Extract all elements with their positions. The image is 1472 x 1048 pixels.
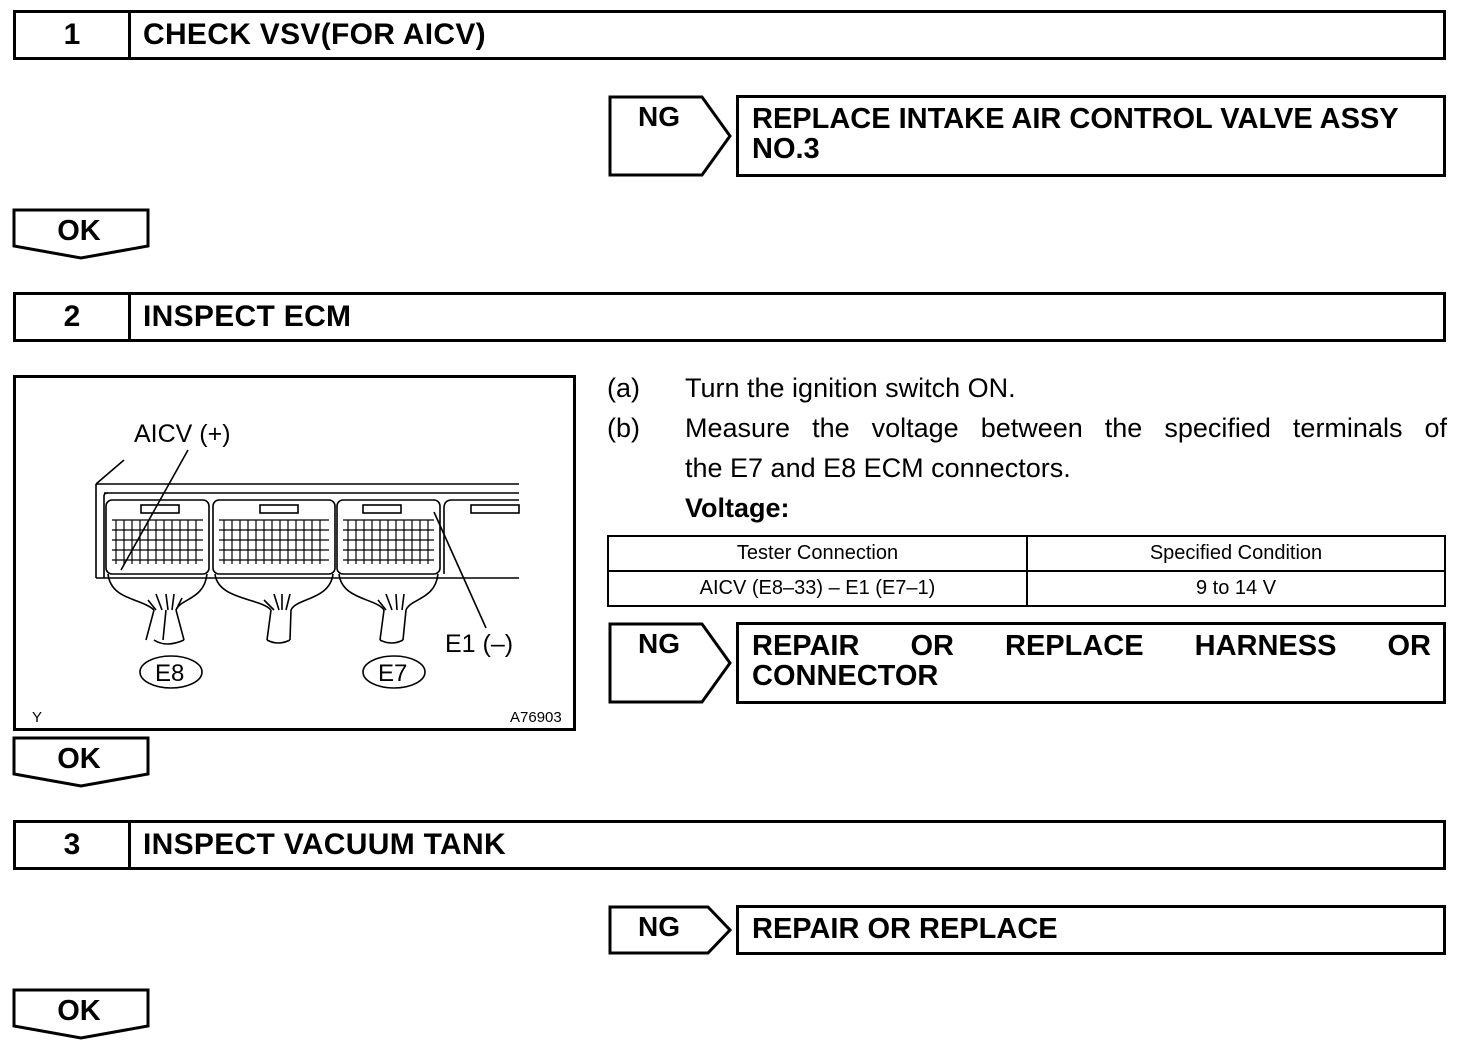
ok-label: OK: [57, 743, 101, 775]
ng-result-word: REPAIR: [752, 630, 860, 662]
step-title: INSPECT ECM: [143, 300, 352, 333]
step-3-header: 3 INSPECT VACUUM TANK: [13, 820, 1446, 870]
ng-result-line-1: REPAIR OR REPLACE HARNESS OR: [752, 631, 1431, 661]
ng-arrow-shape-icon: [608, 95, 732, 177]
instruction-text: Turn the ignition switch ON.: [685, 373, 1016, 403]
step-1-header: 1 CHECK VSV(FOR AICV): [13, 10, 1446, 60]
ng-result-line-2: CONNECTOR: [752, 660, 939, 692]
ng-result-word: REPLACE: [1005, 630, 1144, 662]
instruction-marker: (b): [607, 413, 640, 443]
aicv-label: AICV (+): [134, 420, 231, 448]
ng-result-text: REPLACE INTAKE AIR CONTROL VALVE ASSY NO…: [752, 103, 1399, 165]
ok-arrow-shape-icon: [12, 736, 150, 788]
ng-result-text: REPAIR OR REPLACE: [752, 913, 1058, 945]
table-header-row: Tester Connection Specified Condition: [607, 535, 1446, 572]
step-number: 1: [16, 13, 131, 57]
step-title: CHECK VSV(FOR AICV): [143, 18, 486, 51]
e8-pin-grid: [112, 519, 203, 564]
e8-label: E8: [155, 660, 184, 687]
corner-mark: Y: [32, 709, 42, 726]
ng-arrow-shape-icon: [608, 905, 732, 955]
ng-result-word: HARNESS: [1194, 630, 1337, 662]
table-cell: AICV (E8–33) – E1 (E7–1): [607, 570, 1028, 607]
ng-result-step-2: REPAIR OR REPLACE HARNESS OR CONNECTOR: [736, 622, 1446, 704]
step-2-header: 2 INSPECT ECM: [13, 292, 1446, 342]
ng-label: NG: [638, 628, 680, 659]
ecm-connector-figure: AICV (+) E1 (–) E8 E7 Y A76903: [13, 375, 576, 731]
ok-arrow-step-3[interactable]: OK: [12, 988, 150, 1040]
ecm-connector-diagram: AICV (+) E1 (–) E8 E7 Y A76903: [32, 420, 562, 726]
spec-table: Tester Connection Specified Condition AI…: [607, 535, 1446, 607]
step-title: INSPECT VACUUM TANK: [143, 828, 506, 861]
e7-pin-grid: [343, 519, 434, 564]
ok-arrow-shape-icon: [12, 208, 150, 260]
ng-label: NG: [638, 911, 680, 942]
ng-result-step-3: REPAIR OR REPLACE: [736, 905, 1446, 955]
figure-code: A76903: [510, 709, 562, 726]
instruction-text-line-1: Measure the voltage between the specifie…: [685, 413, 1447, 443]
ok-label: OK: [57, 995, 101, 1027]
e7-label: E7: [378, 660, 407, 687]
table-row: AICV (E8–33) – E1 (E7–1) 9 to 14 V: [607, 570, 1446, 607]
ng-result-step-1: REPLACE INTAKE AIR CONTROL VALVE ASSY NO…: [736, 95, 1446, 177]
ng-result-word: OR: [910, 630, 954, 662]
ok-arrow-step-2[interactable]: OK: [12, 736, 150, 788]
instruction-marker: (a): [607, 373, 640, 403]
step-number: 2: [16, 295, 131, 339]
ng-arrow-shape-icon: [608, 622, 732, 704]
table-cell: 9 to 14 V: [1026, 570, 1446, 607]
ok-arrow-step-1[interactable]: OK: [12, 208, 150, 260]
step-number: 3: [16, 823, 131, 867]
ok-arrow-shape-icon: [12, 988, 150, 1040]
center-pin-grid: [219, 519, 329, 564]
ng-result-word: OR: [1387, 630, 1432, 662]
e1-label: E1 (–): [445, 630, 513, 658]
ng-label: NG: [638, 101, 680, 132]
table-header: Specified Condition: [1026, 535, 1446, 572]
table-header: Tester Connection: [607, 535, 1028, 572]
instruction-text-line-2: the E7 and E8 ECM connectors.: [685, 453, 1071, 483]
ok-label: OK: [57, 215, 101, 247]
spec-title: Voltage:: [685, 493, 790, 523]
